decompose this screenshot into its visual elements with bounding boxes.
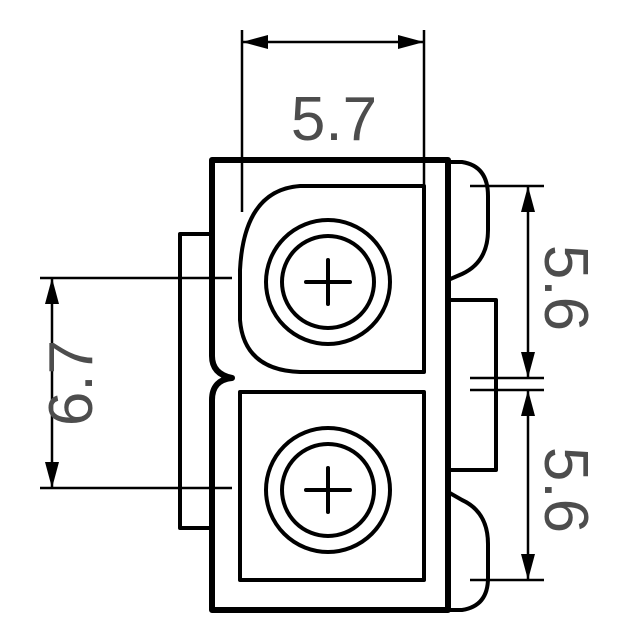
dimension-left-label: 6.7 xyxy=(37,340,106,426)
dimension-right-upper xyxy=(470,184,544,380)
upper-cell xyxy=(238,184,426,374)
screw-terminal-icon xyxy=(264,218,392,346)
dimension-right-upper-label: 5.6 xyxy=(531,245,600,331)
dimension-left xyxy=(40,276,232,490)
right-middle-tab xyxy=(446,298,498,472)
left-mounting-tab xyxy=(178,232,214,530)
right-upper-lobe xyxy=(446,160,490,282)
lower-cell xyxy=(238,390,426,582)
dimension-top xyxy=(240,30,426,212)
dimension-right-lower xyxy=(470,388,544,582)
right-lower-lobe xyxy=(446,490,490,612)
dimension-right-lower-label: 5.6 xyxy=(531,447,600,533)
screw-terminal-icon xyxy=(264,426,392,554)
dimension-top-label: 5.7 xyxy=(291,85,377,154)
